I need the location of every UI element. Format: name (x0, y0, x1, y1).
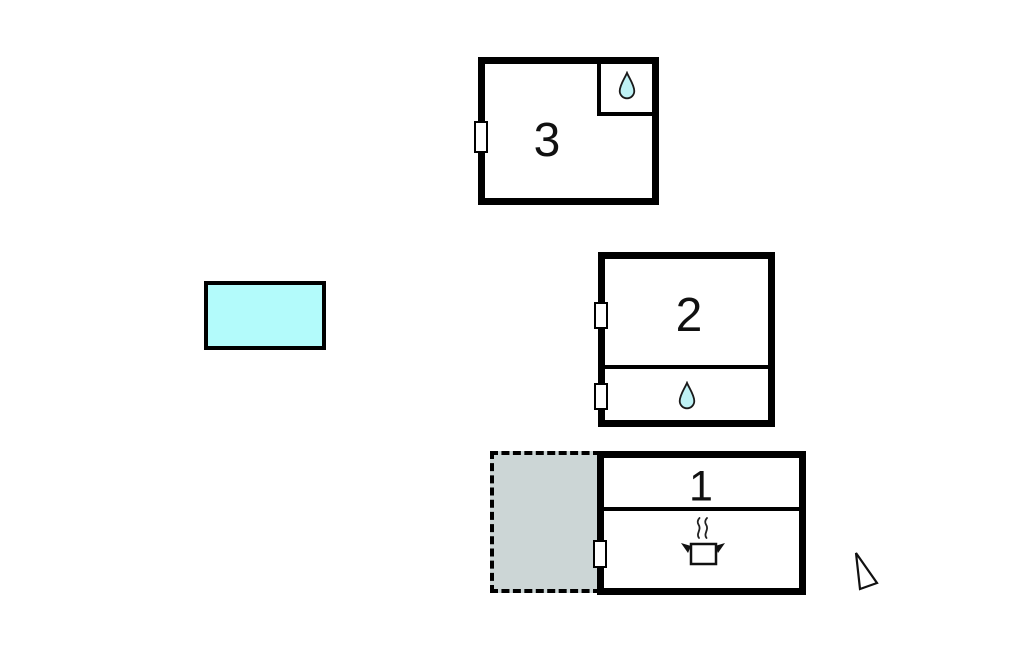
room-1-label: 1 (689, 462, 713, 511)
room-3-label: 3 (533, 114, 561, 167)
water-drop-icon (678, 381, 696, 410)
room-3-window (474, 121, 488, 153)
room-2-window-upper (594, 302, 608, 329)
water-drop-icon (618, 71, 636, 100)
pot-handle-left (681, 543, 691, 553)
cooking-pot-icon (681, 517, 725, 566)
room-1-divider-wall (604, 507, 799, 511)
water-drop-shape (678, 381, 696, 410)
pot-body (689, 542, 718, 566)
room-2-window-lower (594, 383, 608, 410)
pot-handle-right (715, 543, 725, 553)
room-1 (597, 451, 806, 595)
room-2-divider-wall (605, 365, 768, 369)
steam-line (704, 517, 708, 539)
pool-area (204, 281, 326, 350)
terrace-area (490, 451, 601, 593)
north-arrow-shape (854, 552, 879, 591)
water-drop-shape (618, 71, 636, 100)
room-1-window (593, 540, 607, 568)
steam-line (696, 517, 701, 539)
room-3-bath-wall-vertical (597, 64, 601, 116)
north-arrow-icon (854, 552, 879, 591)
room-3-bath-wall-horizontal (597, 112, 652, 116)
room-2-label: 2 (675, 289, 703, 342)
